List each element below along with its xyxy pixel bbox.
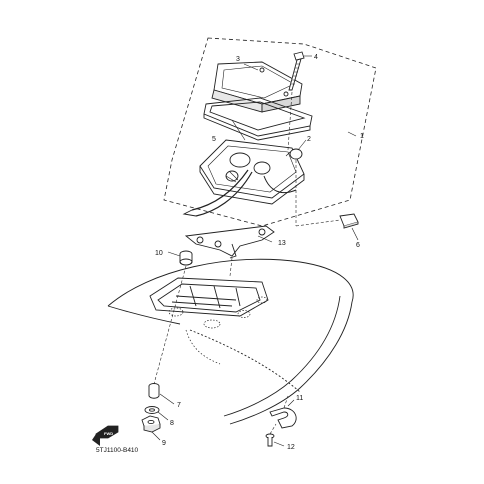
lens-gasket [203,97,313,141]
callout-11: 11 [296,395,303,402]
grommet [179,250,193,266]
callout-1: 1 [360,133,364,140]
bulb [289,148,303,160]
light-bracket [184,225,275,259]
nut [141,415,161,433]
callout-9: 9 [162,440,166,447]
part-code: 5TJ1100-B410 [96,447,139,454]
leader-lines [151,55,359,447]
assembly-boundary [163,37,377,227]
washer [144,406,160,414]
callout-2: 2 [307,136,311,143]
callout-6: 6 [356,242,360,249]
callout-13: 13 [278,240,286,247]
fender-hidden-edge [185,329,221,365]
callout-10: 10 [155,250,163,257]
rear-fender-body [107,258,354,425]
tail-light-housing [182,139,305,217]
callout-3: 3 [236,56,240,63]
front-direction-badge: FWD [92,425,119,446]
cable-clamp [269,407,297,429]
callout-7: 7 [177,402,181,409]
reflector [339,213,359,229]
callout-5: 5 [212,136,216,143]
lens-screw [288,51,305,91]
callout-12: 12 [287,444,295,451]
front-badge-text: FWD [104,431,113,436]
clamp-screw [265,433,275,447]
alignment-lines [153,91,341,435]
callout-8: 8 [170,420,174,427]
callout-4: 4 [314,54,318,61]
collar [148,383,160,399]
tail-light-lens [211,61,303,113]
tray-mount-holes [168,296,268,329]
